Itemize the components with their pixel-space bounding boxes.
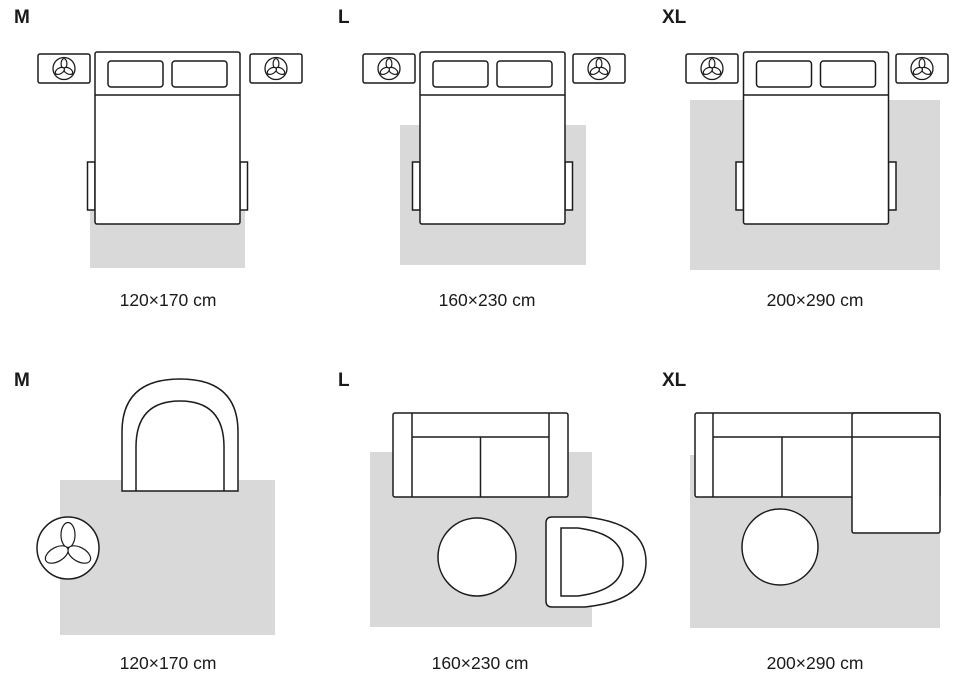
bedroom-scene-xl [686, 51, 948, 270]
dimensions-bedroom-m: 120×170 cm [119, 290, 217, 310]
size-label-living-room-xl: XL [662, 370, 687, 391]
size-label-living-room-l: L [338, 370, 350, 391]
coffee-table [741, 508, 819, 586]
nightstand [686, 54, 738, 83]
dimensions-bedroom-l: 160×230 cm [438, 290, 536, 310]
dimensions-living-room-m: 120×170 cm [119, 653, 217, 673]
sofa [392, 412, 569, 498]
living-room-scene-xl [690, 412, 941, 628]
living-room-scene-m [36, 378, 275, 635]
dimensions-living-room-l: 160×230 cm [431, 653, 529, 673]
living-room-scene-l [370, 412, 647, 627]
corner-sofa [694, 412, 941, 534]
size-label-living-room-m: M [14, 370, 30, 391]
bed [735, 51, 897, 225]
armchair [121, 378, 239, 492]
size-label-bedroom-l: L [338, 7, 350, 28]
size-label-bedroom-m: M [14, 7, 30, 28]
nightstand [896, 54, 948, 83]
nightstand [250, 54, 302, 83]
armchair [545, 516, 647, 608]
bed [411, 51, 574, 225]
plant-icon [36, 516, 100, 580]
nightstand [573, 54, 625, 83]
dimensions-living-room-xl: 200×290 cm [766, 653, 864, 673]
nightstand [363, 54, 415, 83]
size-label-bedroom-xl: XL [662, 7, 687, 28]
dimensions-bedroom-xl: 200×290 cm [766, 290, 864, 310]
bed [86, 51, 249, 225]
nightstand [38, 54, 90, 83]
bedroom-scene-l [363, 51, 625, 265]
bedroom-scene-m [38, 51, 302, 268]
coffee-table [437, 517, 517, 597]
